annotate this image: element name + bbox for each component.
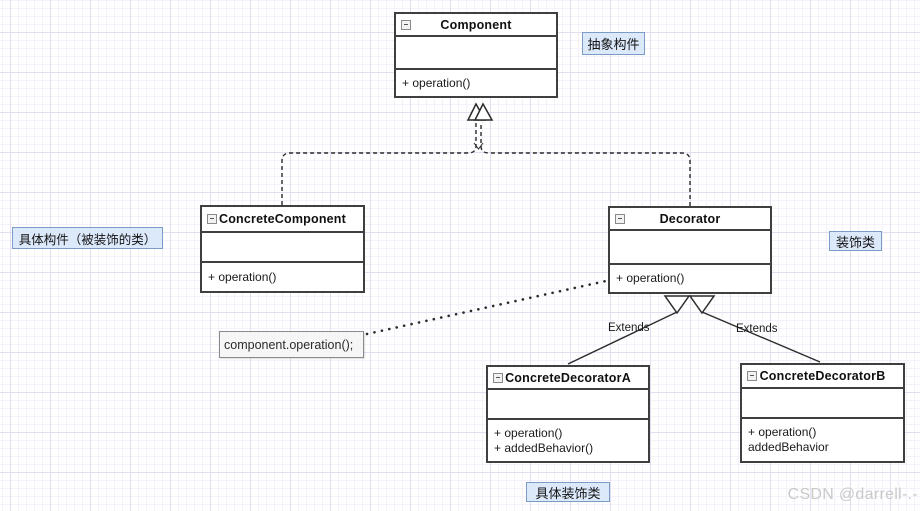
class-methods: + operation() addedBehavior: [742, 419, 903, 461]
extends-edge-b: [701, 311, 821, 363]
method: + operation(): [748, 425, 817, 439]
class-box-decorator: Decorator + operation(): [608, 206, 772, 294]
class-box-concrete-decorator-b: ConcreteDecoratorB + operation() addedBe…: [740, 363, 905, 463]
class-name: Decorator: [659, 211, 721, 226]
annotation-concrete-component: 具体构件（被装饰的类）: [12, 227, 163, 249]
class-methods: + operation(): [396, 70, 556, 96]
hollow-triangle-icon: [663, 295, 691, 315]
extends-label-a: Extends: [608, 322, 650, 334]
method: + operation(): [208, 269, 277, 284]
class-attributes: [610, 231, 770, 265]
collapse-icon: [615, 213, 625, 224]
hollow-triangle-icon: [688, 295, 716, 315]
class-box-concrete-component: ConcreteComponent + operation(): [200, 205, 365, 293]
hollow-triangle-icon: [473, 102, 494, 121]
note-box: component.operation();: [219, 331, 364, 358]
method: + operation(): [616, 271, 685, 285]
class-name: ConcreteDecoratorA: [505, 370, 631, 385]
class-title: ConcreteDecoratorA: [488, 367, 648, 390]
junction-arrow-icon: [473, 142, 484, 150]
method: + operation(): [494, 425, 563, 440]
class-box-component: Component + operation(): [394, 12, 558, 98]
method: + operation(): [402, 75, 471, 90]
class-title: ConcreteDecoratorB: [742, 365, 903, 389]
class-name: ConcreteDecoratorB: [759, 369, 886, 383]
class-methods: + operation(): [202, 263, 363, 291]
watermark: CSDN @darrell-.-: [787, 486, 918, 503]
class-attributes: [488, 390, 648, 420]
extends-label-b: Extends: [736, 323, 778, 335]
extends-edge-a: [567, 311, 678, 365]
note-dotted-edge: [365, 279, 608, 336]
generalization-edge-concretecomponent: [281, 122, 477, 205]
collapse-icon: [747, 371, 757, 381]
class-methods: + operation() + addedBehavior(): [488, 420, 648, 461]
annotation-abstract-component: 抽象构件: [582, 32, 645, 55]
class-name: Component: [440, 17, 512, 32]
class-attributes: [742, 389, 903, 419]
method: + addedBehavior(): [494, 440, 594, 455]
method: addedBehavior: [748, 440, 829, 454]
generalization-edge-decorator: [480, 122, 691, 206]
class-attributes: [202, 233, 363, 263]
class-methods: + operation(): [610, 265, 770, 292]
annotation-concrete-decorators: 具体装饰类: [526, 482, 610, 502]
class-title: Decorator: [610, 208, 770, 231]
class-attributes: [396, 37, 556, 70]
annotation-decorator: 装饰类: [829, 231, 882, 251]
class-name: ConcreteComponent: [218, 212, 346, 226]
collapse-icon: [493, 372, 503, 383]
collapse-icon: [401, 19, 411, 30]
collapse-icon: [207, 214, 217, 224]
class-title: ConcreteComponent: [202, 207, 363, 233]
class-box-concrete-decorator-a: ConcreteDecoratorA + operation() + added…: [486, 365, 650, 463]
class-title: Component: [396, 14, 556, 37]
